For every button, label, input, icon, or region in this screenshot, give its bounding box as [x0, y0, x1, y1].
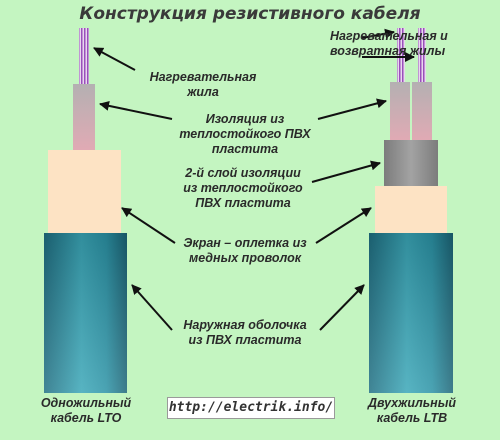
arrow-sheath-left: [131, 284, 173, 331]
arrow-heating-core: [93, 47, 136, 71]
single-core-cable: [44, 28, 127, 393]
right-insulation-2: [412, 82, 432, 142]
diagram-title: Конструкция резистивного кабеля: [79, 4, 421, 24]
pointer-arrows: [93, 28, 415, 331]
arrow-heating-return-1: [361, 28, 395, 39]
arrow-insulation-right: [317, 98, 387, 120]
right-return-core: [418, 28, 426, 84]
left-insulation: [73, 84, 95, 152]
label-copper-screen: Экран – оплетка из медных проволок: [183, 236, 307, 265]
left-heating-core: [79, 28, 89, 86]
arrow-screen-left: [121, 207, 176, 244]
arrow-sheath-right: [319, 284, 365, 331]
source-url[interactable]: http://electrik.info/: [167, 397, 335, 419]
arrow-insulation-left: [99, 100, 173, 120]
label-second-insulation-layer: 2-й слой изоляции из теплостойкого ПВХ п…: [183, 166, 303, 210]
arrow-second-layer: [311, 160, 381, 183]
right-second-insulation: [384, 140, 438, 188]
label-insulation: Изоляция из теплостойкого ПВХ пластита: [179, 112, 311, 156]
caption-single-core: Одножильный кабель LTO: [40, 396, 132, 425]
two-core-cable: [369, 28, 453, 393]
left-screen: [48, 150, 121, 236]
label-outer-sheath: Наружная оболочка из ПВХ пластита: [183, 318, 307, 347]
right-insulation-1: [390, 82, 410, 142]
caption-two-core: Двухжильный кабель LTB: [367, 396, 457, 425]
right-screen: [375, 186, 447, 236]
arrow-screen-right: [315, 207, 372, 244]
label-heating-and-return-cores: Нагревательная и возвратная жилы: [330, 29, 448, 58]
label-heating-core: Нагревательная жила: [149, 70, 257, 99]
